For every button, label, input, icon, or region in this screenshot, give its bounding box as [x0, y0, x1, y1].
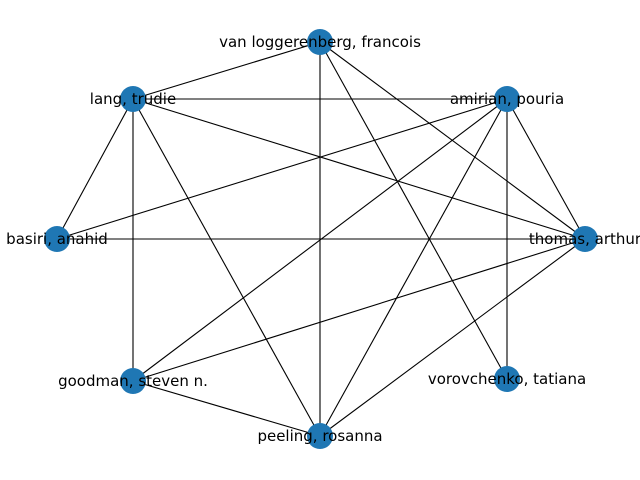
edge-van_loggerenberg-vorovchenko — [319, 41, 508, 380]
node-label-vorovchenko: vorovchenko, tatiana — [428, 370, 586, 388]
node-vorovchenko — [494, 366, 520, 392]
label-layer: van loggerenberg, francois amirian, pouri… — [6, 33, 640, 445]
node-basiri — [44, 226, 70, 252]
edge-thomas-peeling — [319, 238, 586, 437]
node-goodman — [120, 368, 146, 394]
edge-amirian-peeling — [319, 98, 508, 437]
node-peeling — [307, 423, 333, 449]
node-label-thomas: thomas, arthur — [529, 230, 640, 248]
edge-amirian-thomas — [506, 98, 586, 240]
edge-layer — [56, 41, 586, 437]
node-layer — [44, 29, 598, 449]
node-thomas — [572, 226, 598, 252]
node-label-amirian: amirian, pouria — [450, 90, 564, 108]
node-lang — [120, 86, 146, 112]
node-label-basiri: basiri, anahid — [6, 230, 108, 248]
edge-lang-thomas — [132, 98, 586, 240]
edge-lang-peeling — [132, 98, 321, 437]
edge-van_loggerenberg-lang — [132, 41, 321, 100]
edge-lang-basiri — [56, 98, 134, 240]
edge-thomas-goodman — [132, 238, 586, 382]
node-label-lang: lang, trudie — [90, 90, 176, 108]
edge-goodman-peeling — [132, 380, 321, 437]
node-label-goodman: goodman, steven n. — [58, 372, 208, 390]
node-van_loggerenberg — [307, 29, 333, 55]
node-label-peeling: peeling, rosanna — [257, 427, 382, 445]
node-label-van_loggerenberg: van loggerenberg, francois — [219, 33, 421, 51]
edge-amirian-goodman — [132, 98, 508, 382]
edge-amirian-basiri — [56, 98, 508, 240]
node-amirian — [494, 86, 520, 112]
